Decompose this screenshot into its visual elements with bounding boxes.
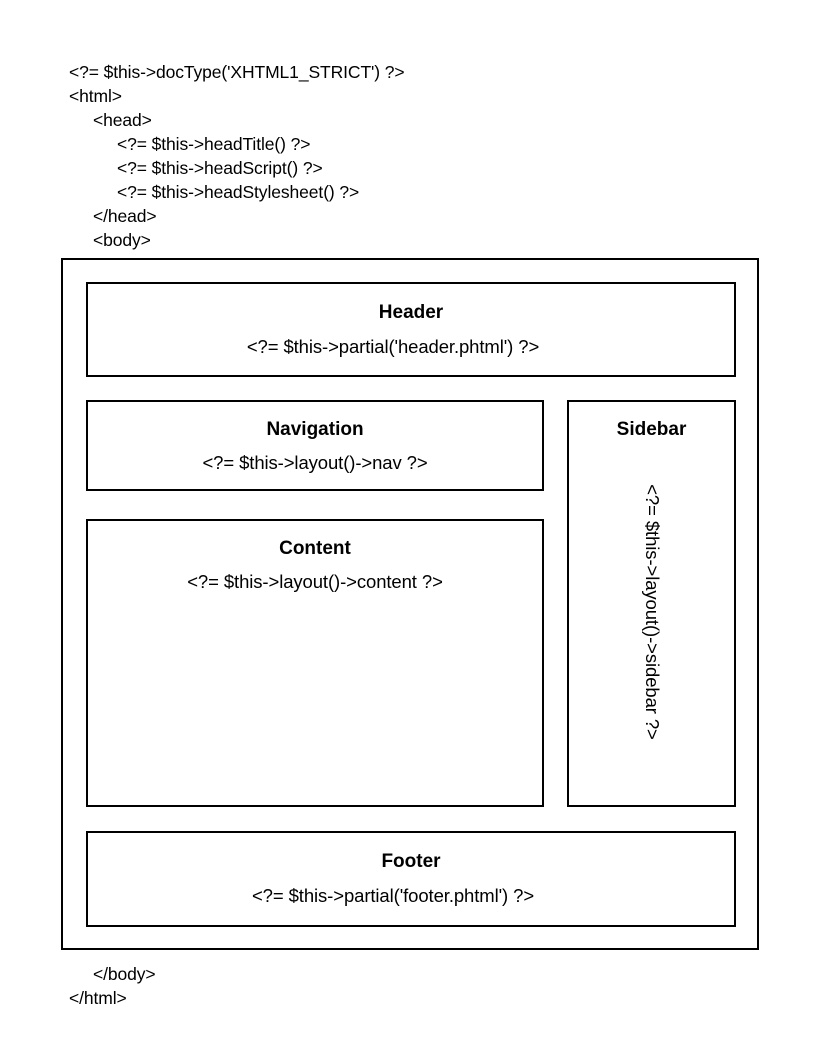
footer-title: Footer bbox=[381, 851, 441, 872]
code-line-body-close: </body> bbox=[93, 964, 156, 984]
region-header: Header <?= $this->partial('header.phtml'… bbox=[86, 282, 736, 377]
header-code: <?= $this->partial('header.phtml') ?> bbox=[246, 336, 540, 357]
header-title: Header bbox=[378, 302, 444, 323]
content-title: Content bbox=[279, 538, 351, 559]
region-navigation: Navigation <?= $this->layout()->nav ?> bbox=[86, 400, 544, 491]
code-line-html-close: </html> bbox=[69, 988, 127, 1008]
navigation-code: <?= $this->layout()->nav ?> bbox=[202, 452, 428, 473]
code-line-html-open: <html> bbox=[69, 86, 122, 106]
footer-code: <?= $this->partial('footer.phtml') ?> bbox=[251, 885, 535, 906]
content-code: <?= $this->layout()->content ?> bbox=[187, 571, 443, 592]
sidebar-title: Sidebar bbox=[616, 419, 687, 440]
code-line-head-open: <head> bbox=[93, 110, 152, 130]
code-line-doctype: <?= $this->docType('XHTML1_STRICT') ?> bbox=[69, 62, 405, 82]
code-line-body-open: <body> bbox=[93, 230, 151, 250]
region-footer: Footer <?= $this->partial('footer.phtml'… bbox=[86, 831, 736, 927]
code-line-head-close: </head> bbox=[93, 206, 157, 226]
navigation-title: Navigation bbox=[266, 419, 364, 440]
code-line-head-title: <?= $this->headTitle() ?> bbox=[117, 134, 311, 154]
region-sidebar: Sidebar <?= $this->layout()->sidebar ?> bbox=[567, 400, 736, 807]
region-content: Content <?= $this->layout()->content ?> bbox=[86, 519, 544, 807]
sidebar-code: <?= $this->layout()->sidebar ?> bbox=[641, 484, 663, 740]
sidebar-code-wrapper: <?= $this->layout()->sidebar ?> bbox=[569, 452, 734, 801]
code-line-head-style: <?= $this->headStylesheet() ?> bbox=[117, 182, 360, 202]
code-line-head-script: <?= $this->headScript() ?> bbox=[117, 158, 323, 178]
